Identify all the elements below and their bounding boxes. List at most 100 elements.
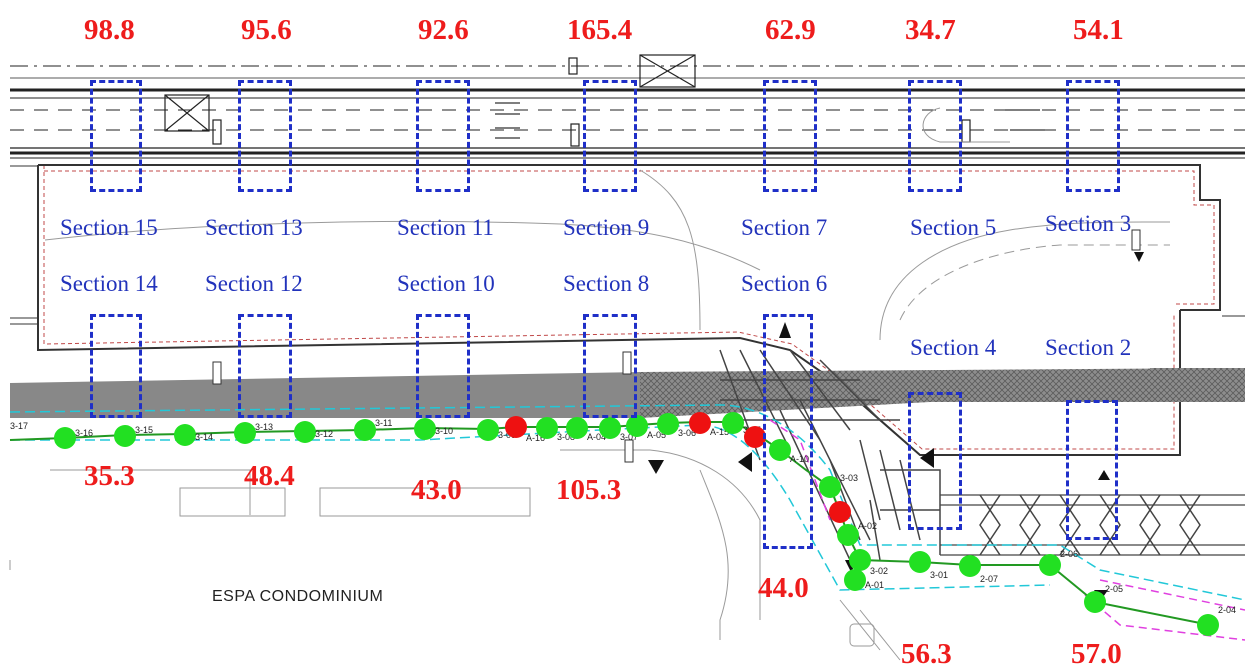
point-label-2-07: 2-07 [980,574,998,584]
point-label-3-15: 3-15 [135,425,153,435]
point-label-3-17: 3-17 [10,421,28,431]
section-box-3 [1066,80,1120,192]
section-label-11: Section 11 [397,215,494,240]
section-box-7 [763,80,817,192]
monitoring-point-a-15 [689,412,711,434]
point-label-a-10: A-10 [790,454,809,464]
crossed-box-markers [164,54,971,147]
monitoring-points: 3-17 3-16 3-15 3-14 3-13 3-12 3-11 3-10 3-09 A-16… [10,412,1236,636]
section-label-2: Section 2 [1045,335,1132,360]
monitoring-point-3-09 [477,419,499,441]
monitoring-point-a-16 [505,416,527,438]
monitoring-point-2-06 [1039,554,1061,576]
section-box-5 [908,80,962,192]
monitoring-point-a-02 [837,524,859,546]
point-label-3-07: 3-07 [620,432,638,442]
point-label-3-10: 3-10 [435,426,453,436]
section-label-15: Section 15 [60,215,158,240]
section-box-9 [583,80,637,192]
top-value-section-13: 95.6 [241,14,292,46]
monitoring-line [9,421,1211,626]
section-label-4: Section 4 [910,335,997,360]
point-label-3-14: 3-14 [195,432,213,442]
monitoring-point-3-13 [234,422,256,444]
point-label-a-16: A-16 [526,433,545,443]
lane-arrows [495,102,1045,139]
section-label-5: Section 5 [910,215,997,240]
section-box-2 [1066,400,1118,540]
bottom-value-section-4: 56.3 [901,638,952,670]
monitoring-point-3-05 [722,412,744,434]
section-label-7: Section 7 [741,215,828,240]
section-label-14: Section 14 [60,271,158,296]
point-label-3-02: 3-02 [870,566,888,576]
point-label-3-08: 3-08 [557,432,575,442]
point-label-a-05: A-05 [647,430,666,440]
point-label-3-13: 3-13 [255,422,273,432]
monitoring-point-a-05 [626,415,648,437]
top-value-section-9: 165.4 [567,14,633,46]
monitoring-point-3-12 [294,421,316,443]
monitoring-point-2-07 [959,555,981,577]
point-label-3-11: 3-11 [375,418,392,428]
monitoring-point-3-08 [536,417,558,439]
section-label-9: Section 9 [563,215,650,240]
top-value-section-5: 34.7 [905,14,956,46]
top-value-section-7: 62.9 [765,14,816,46]
point-label-3-16: 3-16 [75,428,93,438]
monitoring-point-3-03 [819,476,841,498]
section-box-8 [583,314,637,418]
road-lines [10,65,1245,159]
section-box-12 [238,314,292,418]
point-label-3-09: 3-09 [498,430,516,440]
top-value-section-11: 92.6 [418,14,469,46]
monitoring-point-2-04 [1197,614,1219,636]
section-box-10 [416,314,470,418]
monitoring-point-2-05 [1084,591,1106,613]
bottom-value-section-10: 43.0 [411,474,462,506]
point-label-2-06: 2-06 [1060,549,1078,559]
building-label: ESPA CONDOMINIUM [212,588,384,605]
alert-point-extra-1 [829,501,851,523]
monitoring-point-3-15 [114,425,136,447]
bottom-value-section-12: 48.4 [244,460,295,492]
point-label-a-02: A-02 [858,521,877,531]
monitoring-point-3-06 [657,413,679,435]
bottom-value-section-6: 44.0 [758,572,809,604]
section-label-12: Section 12 [205,271,303,296]
bottom-value-section-8: 105.3 [556,474,622,506]
monitoring-point-3-07 [599,417,621,439]
small-marker-rects [212,229,1141,463]
section-box-4 [908,392,962,530]
monitoring-point-3-14 [174,424,196,446]
point-label-2-05: 2-05 [1105,584,1123,594]
section-box-11 [416,80,470,192]
point-label-3-06: 3-06 [678,428,696,438]
monitoring-point-a-10 [769,439,791,461]
monitoring-point-3-02 [849,549,871,571]
point-label-3-12: 3-12 [315,429,333,439]
section-box-6 [763,314,813,549]
point-label-a-01: A-01 [865,580,884,590]
section-label-3: Section 3 [1045,211,1132,236]
bottom-value-section-14: 35.3 [84,460,135,492]
alert-point-extra-0 [744,426,766,448]
section-box-14 [90,314,142,418]
section-label-8: Section 8 [563,271,650,296]
point-label-3-03: 3-03 [840,473,858,483]
section-box-13 [238,80,292,192]
section-label-13: Section 13 [205,215,303,240]
point-label-a-15: A-15 [710,427,729,437]
section-box-15 [90,80,142,192]
monitoring-point-a-01 [844,569,866,591]
monitoring-point-3-16 [54,427,76,449]
top-value-section-3: 54.1 [1073,14,1124,46]
point-label-a-04: A-04 [587,432,606,442]
bottom-value-section-2: 57.0 [1071,638,1122,670]
excavation-wall [10,164,1245,456]
section-label-10: Section 10 [397,271,495,296]
top-value-section-15: 98.8 [84,14,135,46]
monitoring-point-a-04 [566,417,588,439]
section-label-6: Section 6 [741,271,828,296]
